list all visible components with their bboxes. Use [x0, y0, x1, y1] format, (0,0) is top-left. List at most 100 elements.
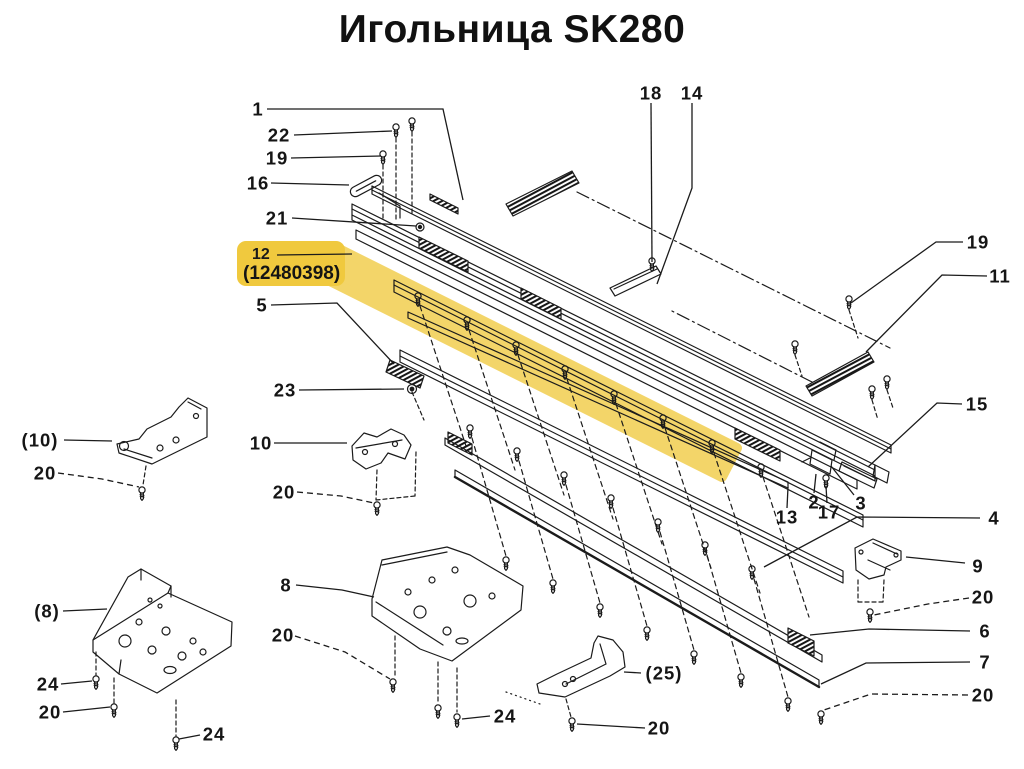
callout-19: 19 [266, 148, 289, 169]
screw-row-upper [414, 292, 810, 618]
callout-20: 20 [648, 718, 671, 739]
highlight-part-label: 12 [252, 246, 270, 263]
callout-20: 20 [273, 482, 296, 503]
callout-16: 16 [247, 173, 270, 194]
leader-line-4 [763, 516, 981, 568]
callout-(10): (10) [22, 430, 59, 451]
washer-part-23 [406, 383, 418, 395]
bar-part-15 [838, 461, 878, 489]
callout-20: 20 [39, 702, 62, 723]
leader-line-3 [830, 465, 855, 496]
callout-(8): (8) [34, 601, 60, 622]
rail-mid-part-5-carrier [393, 279, 864, 528]
rail-lower [399, 349, 844, 584]
leader-line-7 [820, 661, 971, 685]
leader-line-2 [813, 473, 817, 494]
leader-line-9 [905, 556, 966, 564]
plate-part-8-left [92, 568, 233, 752]
rail-part-7 [453, 469, 821, 689]
leader-line-24 [178, 734, 201, 740]
leader-line-20 [296, 491, 375, 504]
needle-bundle-part-11 [805, 351, 875, 397]
leader-line-22 [293, 130, 393, 136]
callout-23: 23 [274, 380, 297, 401]
leader-line-23 [298, 388, 405, 391]
center-line [669, 309, 813, 383]
callout-24: 24 [37, 674, 60, 695]
leader-line-17 [825, 485, 828, 504]
leader-line-21 [291, 217, 417, 227]
bracket-part-9 [854, 538, 902, 624]
highlight-band-part-12 [313, 241, 742, 482]
callout-20: 20 [272, 625, 295, 646]
leader-line-20 [873, 597, 970, 616]
callout-13: 13 [776, 507, 799, 528]
callout-3: 3 [855, 493, 866, 514]
highlight-label-box [237, 241, 345, 286]
callout-11: 11 [989, 266, 1011, 287]
callout-4: 4 [988, 508, 999, 529]
callout-7: 7 [979, 652, 990, 673]
leader-line-6 [809, 628, 971, 636]
leader-line-20 [57, 472, 140, 488]
callout-(25): (25) [646, 663, 683, 684]
callout-20: 20 [972, 685, 995, 706]
callout-17: 17 [818, 502, 841, 523]
callout-19: 19 [967, 232, 990, 253]
screw-row-lower [466, 424, 792, 713]
bracket-part-10-left [116, 397, 208, 501]
leader-line-18 [650, 102, 653, 263]
screws-top [379, 117, 894, 489]
callout-24: 24 [203, 724, 226, 745]
leader-line-1 [267, 108, 464, 201]
callout-18: 18 [640, 83, 663, 104]
callout-8: 8 [280, 575, 291, 596]
callout-20: 20 [34, 463, 57, 484]
leader-line-16 [270, 182, 350, 186]
leader-line-(10) [63, 439, 113, 442]
callout-10: 10 [250, 433, 273, 454]
rail-part-4 [444, 437, 823, 663]
leader-line-24 [461, 715, 491, 720]
callout-14: 14 [681, 83, 704, 104]
comb-part-5 [385, 359, 425, 421]
leader-line-8 [295, 584, 375, 598]
diagram-title: Игольница SK280 [338, 8, 686, 51]
leader-line-5 [270, 302, 395, 365]
callout-2: 2 [808, 492, 819, 513]
leader-line-(8) [62, 608, 108, 612]
rail-strip-part-12 [355, 229, 858, 490]
leader-line-(25) [623, 671, 642, 674]
plate-part-8-center [371, 546, 524, 729]
leader-line-19 [290, 155, 382, 159]
center-line [576, 191, 891, 349]
leader-line-24 [60, 680, 93, 685]
handle-part-16 [349, 174, 401, 219]
leader-line-12 [276, 253, 353, 256]
leader-line-11 [865, 274, 988, 353]
leader-line-15 [867, 402, 963, 468]
leader-line-20 [820, 693, 969, 712]
callout-6: 6 [979, 621, 990, 642]
highlight-part-number: (12480398) [243, 263, 340, 284]
screw-20-right [817, 710, 825, 726]
rail-bed-plate-part-21 [351, 203, 890, 484]
leader-line-20 [62, 706, 111, 713]
callout-layer: 1221916215231020(10)20(8)24202482024(25)… [22, 83, 1011, 745]
callout-5: 5 [256, 295, 267, 316]
callout-1: 1 [252, 99, 263, 120]
rail-top-part-1 [371, 185, 892, 454]
callout-22: 22 [268, 125, 291, 146]
callout-21: 21 [266, 208, 289, 229]
leader-line-20 [576, 723, 646, 729]
leader-line-19 [850, 241, 963, 304]
callout-20: 20 [972, 587, 995, 608]
bracket-part-25 [505, 635, 626, 733]
parts-2-3 [801, 441, 837, 475]
callout-24: 24 [494, 706, 517, 727]
callout-15: 15 [966, 394, 989, 415]
callout-9: 9 [972, 556, 983, 577]
bracket-part-10 [351, 428, 417, 517]
